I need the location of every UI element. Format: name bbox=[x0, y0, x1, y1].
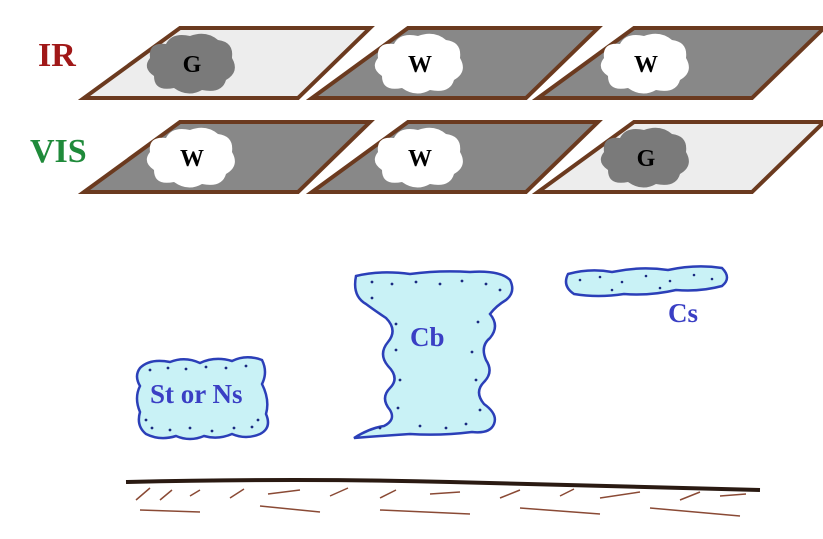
vis-panel-3-cloud-blob bbox=[600, 127, 689, 188]
satellite-panels: G W W W W G bbox=[77, 26, 823, 194]
vis-panel-2-cloud-blob bbox=[374, 127, 463, 188]
ir-panel-1: G bbox=[77, 26, 375, 100]
vis-row-label: VIS bbox=[30, 133, 87, 170]
vis-panel-2: W bbox=[305, 120, 603, 194]
ir-panel-3-cloud-blob bbox=[600, 33, 689, 94]
vis-panel-1-cloud-blob bbox=[146, 127, 235, 188]
cs-cloud-shape bbox=[564, 265, 729, 298]
ir-panel-3-letter: W bbox=[634, 52, 658, 78]
vis-panel-1: W bbox=[77, 120, 375, 194]
st-ns-cloud-shape bbox=[135, 356, 270, 441]
ir-panel-2: W bbox=[305, 26, 603, 100]
ground-hatching bbox=[135, 487, 747, 517]
cb-label: Cb bbox=[410, 322, 445, 352]
ir-row-label: IR bbox=[38, 37, 76, 74]
st-ns-cloud-dots bbox=[144, 364, 260, 433]
vis-panel-3-letter: G bbox=[637, 146, 656, 172]
ir-panel-2-letter: W bbox=[408, 52, 432, 78]
vis-panel-3: G bbox=[531, 120, 823, 194]
st-ns-label: St or Ns bbox=[150, 379, 243, 409]
ir-panel-1-cloud-blob bbox=[146, 33, 235, 94]
ir-panel-2-cloud-blob bbox=[374, 33, 463, 94]
cb-cloud-shape bbox=[353, 270, 514, 440]
cs-cloud: Cs bbox=[564, 265, 729, 328]
ground-line bbox=[125, 478, 761, 492]
ground bbox=[125, 478, 761, 517]
st-ns-cloud: St or Ns bbox=[135, 356, 270, 441]
vis-panel-2-letter: W bbox=[408, 146, 432, 172]
cb-cloud-dots bbox=[370, 279, 502, 430]
ir-panel-1-letter: G bbox=[183, 52, 202, 78]
ir-panel-3: W bbox=[531, 26, 823, 100]
cs-label: Cs bbox=[668, 298, 698, 328]
cs-cloud-dots bbox=[578, 273, 714, 292]
vis-panel-1-letter: W bbox=[180, 146, 204, 172]
cb-cloud: Cb bbox=[353, 270, 514, 440]
